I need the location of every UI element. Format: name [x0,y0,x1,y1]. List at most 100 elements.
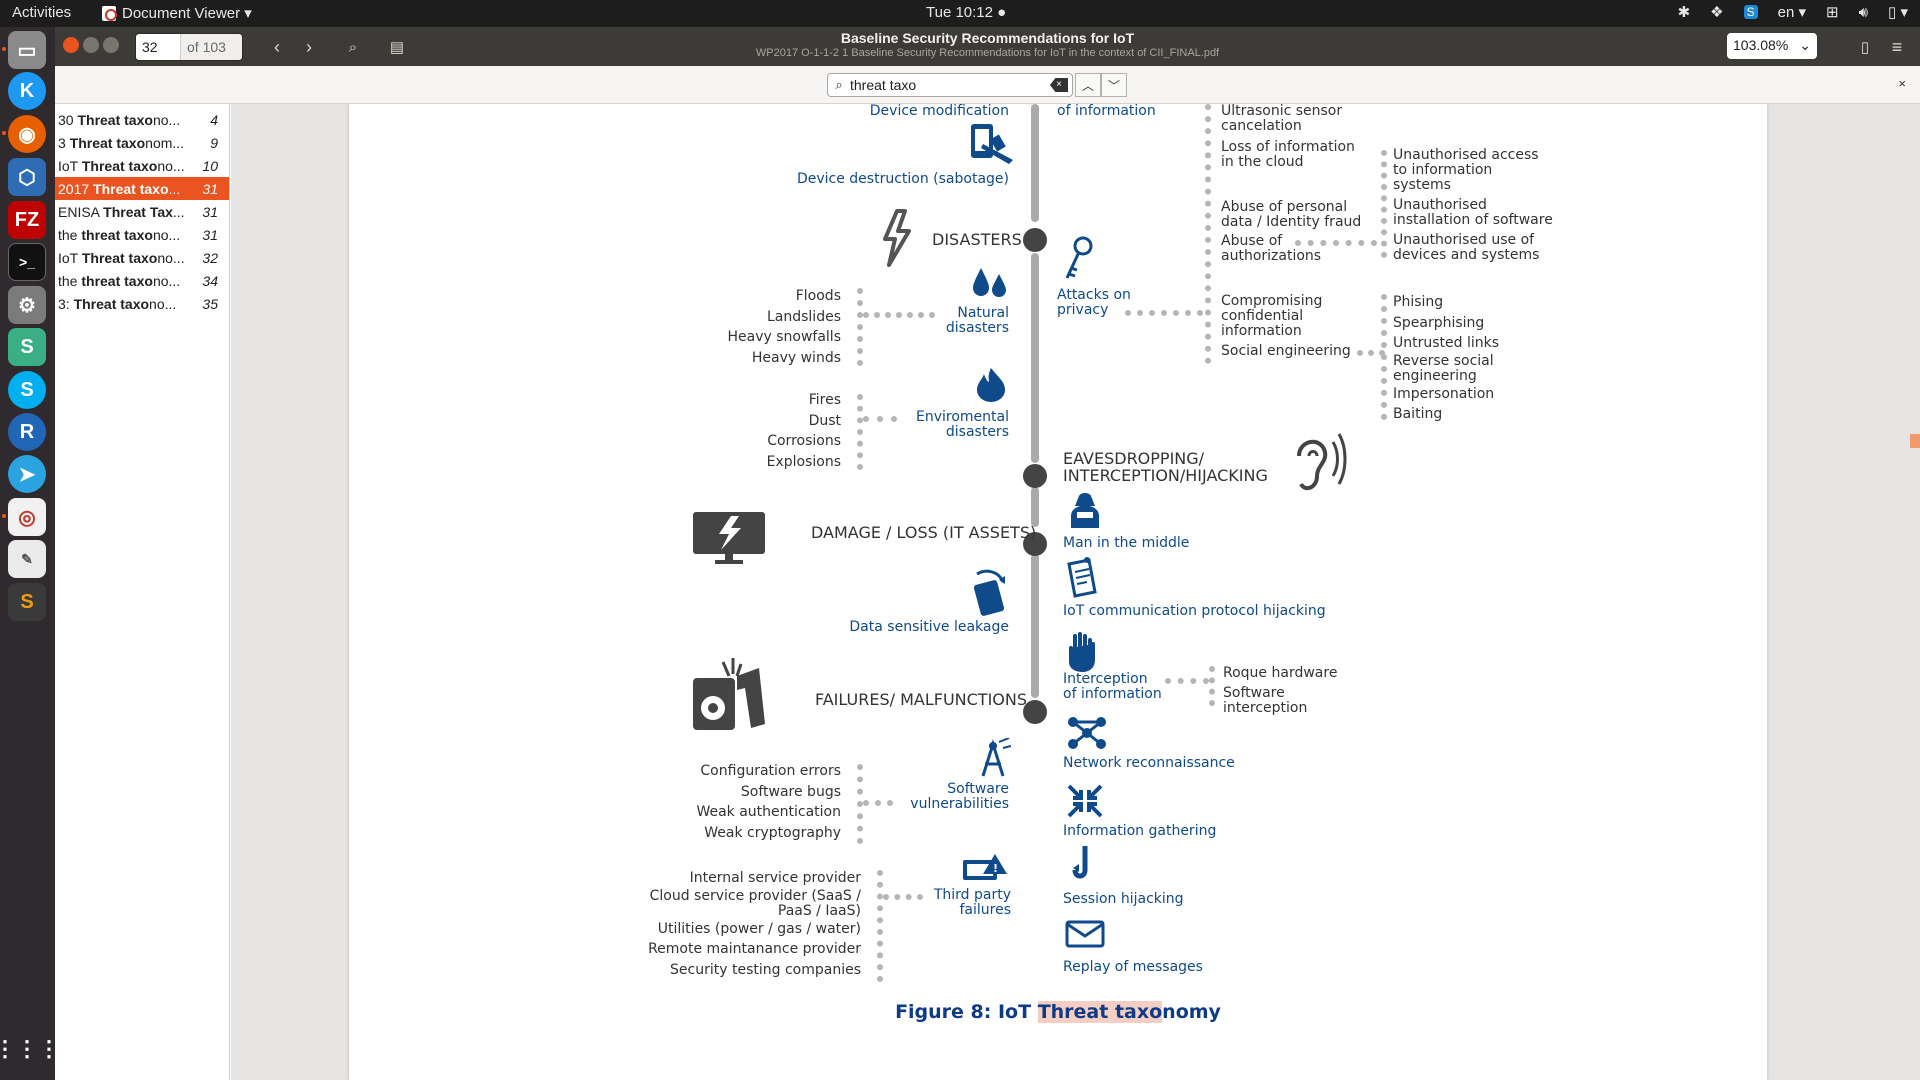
clock[interactable]: Tue 10:12 ● [926,4,1007,21]
document-canvas[interactable]: Device modification Device destruction (… [231,104,1920,1080]
system-settings-icon[interactable]: ⚙ [8,286,46,324]
slack-icon[interactable]: S [8,328,46,366]
close-window-icon[interactable] [63,37,79,53]
find-result-text: the threat taxono... [58,273,181,288]
connector-dots [863,416,897,422]
window-title: Baseline Security Recommendations for Io… [840,30,1135,46]
social-engineering-label: Social engineering [1221,343,1351,359]
find-result-page: 10 [202,158,218,174]
find-result-item[interactable]: 3 Threat taxonom...9 [55,131,229,154]
find-query[interactable]: threat taxo [850,77,917,93]
find-result-item[interactable]: 3: Threat taxono...35 [55,292,229,315]
third-party-failure-icon: ! [963,854,1007,880]
skype-icon[interactable]: S [8,371,46,409]
hamburger-menu-icon[interactable]: ≡ [1891,36,1903,57]
annotations-icon[interactable]: ▤ [389,39,405,56]
find-input[interactable]: ⌕ threat taxo × [827,73,1073,97]
connector-dots [857,288,863,366]
device-destruction-icon [971,124,1013,164]
network-reconnaissance-label: Network reconnaissance [1063,755,1235,771]
third-party-items: Internal service provider Cloud service … [648,870,861,978]
find-result-item[interactable]: 30 Threat taxono...4 [55,108,229,131]
find-result-item[interactable]: the threat taxono...34 [55,269,229,292]
find-result-page: 31 [202,227,218,243]
find-result-page: 31 [202,204,218,220]
document-viewer-dock-icon[interactable]: ◎ [8,498,46,536]
envelope-icon [1065,920,1105,948]
page-number-input[interactable]: 32 [142,39,158,55]
search-icon[interactable]: ⌕ [348,38,358,56]
close-find-icon[interactable]: × [1898,76,1906,91]
running-indicator [2,514,6,518]
find-result-item[interactable]: 2017 Threat taxo...31 [55,177,229,200]
settings-gear-icon[interactable]: ✱ [1677,4,1691,21]
protocol-document-icon [1067,557,1097,598]
volume-icon[interactable]: 🔊︎ [1858,3,1869,21]
document-properties-icon[interactable]: ▯ [1860,39,1870,56]
find-result-item[interactable]: IoT Threat taxono... 10 [55,154,229,177]
text-editor-icon[interactable]: ✎ [8,540,46,578]
skype-tray-icon[interactable]: S [1743,5,1758,19]
find-result-page: 9 [210,135,218,151]
ear-icon [1297,433,1347,491]
information-gathering-label: Information gathering [1063,823,1217,839]
firefox-icon[interactable]: ◉ [8,115,46,153]
collapse-arrows-icon [1067,784,1103,818]
connector-dots [857,764,863,844]
eavesdropping-category: EAVESDROPPING/INTERCEPTION/HIJACKING [1063,449,1268,485]
previous-page-icon[interactable]: ‹ [274,36,280,57]
network-icon [1068,717,1106,749]
disasters-category: DISASTERS [932,230,1022,249]
telegram-icon[interactable]: ➤ [8,455,46,493]
battery-icon[interactable]: ▯ ▾ [1888,4,1908,21]
find-result-item[interactable]: IoT Threat taxono...32 [55,246,229,269]
running-indicator [2,131,6,135]
show-applications-icon[interactable]: ⋮⋮⋮ [0,1036,60,1061]
connector-dots [877,870,883,982]
virtualbox-icon[interactable]: ⬡ [8,158,46,196]
clear-search-icon[interactable]: × [1050,78,1068,92]
terminal-icon[interactable]: >_ [8,243,46,281]
zoom-selector[interactable]: 103.08% ⌄ [1727,33,1817,59]
find-result-text: 30 Threat taxono... [58,112,181,127]
eavesdropping-node [1023,464,1047,488]
damage-node [1023,532,1047,556]
data-leakage-icon [973,569,1005,616]
find-result-text: IoT Threat taxono... [58,158,185,173]
replay-of-messages-label: Replay of messages [1063,959,1203,975]
broken-monitor-icon [693,512,765,564]
minimize-window-icon[interactable] [83,37,99,53]
filezilla-icon[interactable]: FZ [8,201,46,239]
next-page-icon[interactable]: › [306,36,312,57]
network-icon[interactable]: ⊞ [1826,4,1839,21]
connector-dots [883,894,923,900]
hand-stop-icon [1069,632,1095,672]
find-next-button[interactable]: ﹀ [1101,73,1127,97]
kde-connect-icon[interactable]: K [8,72,46,110]
dropbox-icon[interactable]: ❖ [1710,4,1724,21]
find-previous-button[interactable]: ︿ [1075,73,1101,97]
find-result-item[interactable]: ENISA Threat Tax...31 [55,200,229,223]
find-bar: ⌕ threat taxo × ︿ ﹀ × [55,66,1920,104]
files-icon[interactable]: ▭ [8,31,46,69]
search-match-marker[interactable] [1910,434,1920,448]
find-result-item[interactable]: the threat taxono...31 [55,223,229,246]
device-modification-label: Device modification [869,104,1009,119]
app-menu-label: Document Viewer ▾ [122,5,252,22]
activities-button[interactable]: Activities [12,4,72,21]
app-menu[interactable]: Document Viewer ▾ [102,4,252,22]
maximize-window-icon[interactable] [103,37,119,53]
page-selector[interactable]: 32 of 103 [135,33,243,61]
keyboard-language[interactable]: en ▾ [1777,4,1807,21]
hook-icon [1072,846,1088,879]
sublime-text-icon[interactable]: S [8,583,46,621]
connector-dots [1381,150,1387,258]
r-icon[interactable]: R [8,413,46,451]
failures-category: FAILURES/ MALFUNCTIONS [815,690,1028,709]
